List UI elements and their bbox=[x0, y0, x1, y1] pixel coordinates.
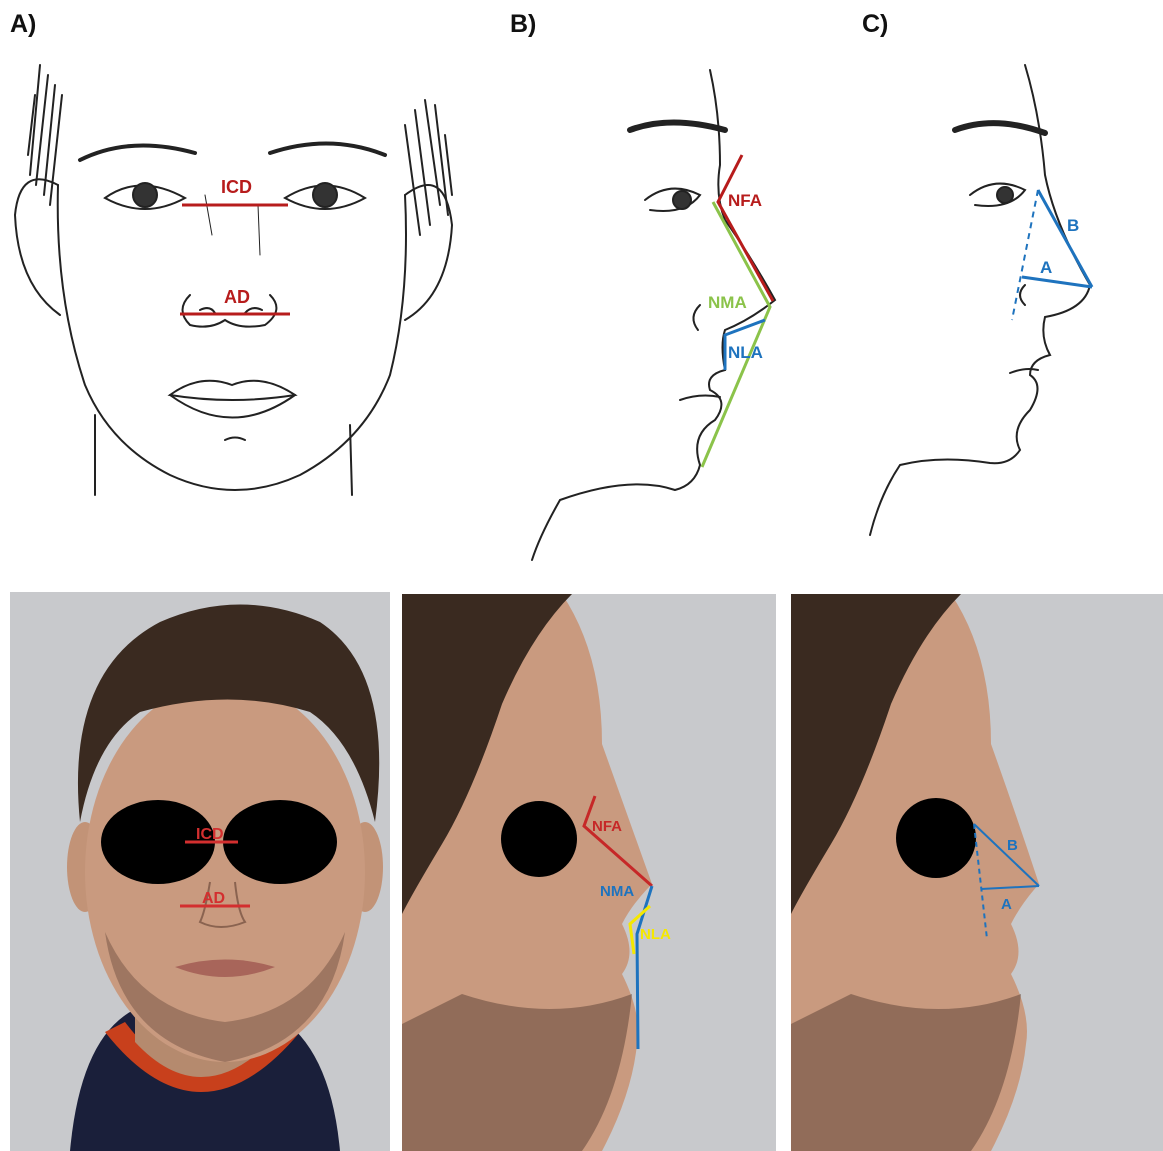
panel-label-b: B) bbox=[510, 10, 536, 39]
profile-angles-sketch: NFA NMA NLA bbox=[520, 55, 820, 565]
nma-photo-label: NMA bbox=[600, 883, 634, 900]
nla-photo-label: NLA bbox=[640, 926, 671, 943]
eye-mask-right bbox=[223, 800, 337, 884]
nma-label: NMA bbox=[708, 293, 747, 312]
icd-photo-label: ICD bbox=[196, 826, 224, 843]
panel-label-c: C) bbox=[862, 10, 888, 39]
b-label: B bbox=[1067, 216, 1079, 235]
nfa-label: NFA bbox=[728, 191, 762, 210]
a-line bbox=[1022, 277, 1092, 287]
ad-photo-label: AD bbox=[202, 890, 225, 907]
reference-dashed-line bbox=[1012, 190, 1038, 320]
icd-label: ICD bbox=[221, 177, 252, 197]
nla-label: NLA bbox=[728, 343, 763, 362]
frontal-photo: ICD AD bbox=[10, 592, 390, 1151]
a-photo-label: A bbox=[1001, 896, 1012, 913]
panel-label-a: A) bbox=[10, 10, 36, 39]
eye-mask-profile-b bbox=[501, 801, 577, 877]
a-label: A bbox=[1040, 258, 1052, 277]
profile-angles-photo: NFA NMA NLA bbox=[402, 594, 776, 1151]
profile-projection-photo: B A bbox=[791, 594, 1163, 1151]
nma-line bbox=[702, 202, 770, 467]
b-photo-label: B bbox=[1007, 837, 1018, 854]
profile-projection-sketch: B A bbox=[860, 55, 1150, 545]
ad-label: AD bbox=[224, 287, 250, 307]
eye-mask-profile-c bbox=[896, 798, 976, 878]
nfa-photo-label: NFA bbox=[592, 818, 622, 835]
frontal-face-sketch: ICD AD bbox=[0, 55, 470, 505]
